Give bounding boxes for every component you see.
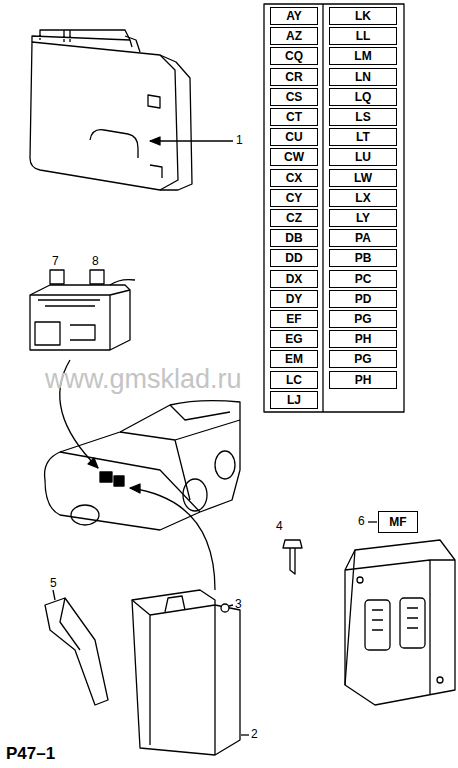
leader-line (229, 605, 233, 606)
table-cell: PB (329, 249, 397, 267)
table-cell: CX (270, 169, 318, 187)
table-cell: PH (329, 371, 397, 389)
callout-number: 4 (276, 520, 283, 532)
table-cell: LC (270, 371, 318, 389)
mounting-bracket (132, 590, 240, 755)
table-cell: AZ (270, 27, 318, 45)
table-cell: PA (329, 229, 397, 247)
table-cell: PG (329, 350, 397, 368)
cover-bracket (45, 598, 108, 705)
callout-number: 2 (251, 728, 258, 740)
table-cell: PH (329, 330, 397, 348)
part-code-box: MF (378, 511, 418, 533)
callout-number: 5 (50, 577, 57, 589)
table-cell: CZ (270, 209, 318, 227)
leader-line (53, 590, 55, 600)
location-arrow (130, 488, 215, 590)
figure-id: P47–1 (6, 745, 55, 762)
arrowhead (88, 458, 98, 468)
watermark: www.gmsklad.ru (45, 366, 242, 393)
bolt (283, 540, 302, 574)
table-cell: EM (270, 350, 318, 368)
arrowhead (150, 137, 160, 145)
arrowhead (130, 484, 140, 493)
table-cell: CW (270, 148, 318, 166)
table-cell: EG (270, 330, 318, 348)
car-outline (45, 401, 240, 530)
relay-box (30, 270, 135, 350)
table-cell: PG (329, 310, 397, 328)
table-cell: DY (270, 290, 318, 308)
table-cell: LU (329, 148, 397, 166)
leader-line (150, 140, 233, 141)
table-cell: LW (329, 169, 397, 187)
table-cell: CY (270, 189, 318, 207)
control-module (345, 540, 455, 705)
table-cell: CU (270, 128, 318, 146)
table-cell: LK (329, 7, 397, 25)
table-cell: LT (329, 128, 397, 146)
table-cell: EF (270, 310, 318, 328)
table-cell: AY (270, 7, 318, 25)
callout-number: 6 (358, 515, 365, 527)
table-cell: LX (329, 189, 397, 207)
callout-number: 7 (52, 255, 59, 267)
table-cell: LJ (270, 391, 318, 409)
table-cell: LY (329, 209, 397, 227)
callout-number: 3 (235, 598, 242, 610)
table-cell: CQ (270, 47, 318, 65)
table-cell: CR (270, 68, 318, 86)
table-cell: LL (329, 27, 397, 45)
table-frame (264, 4, 404, 412)
table-cell: LS (329, 108, 397, 126)
leader-line (241, 734, 249, 735)
cover-bracket (60, 598, 80, 650)
leader-line (368, 521, 377, 522)
table-cell: LQ (329, 88, 397, 106)
table-cell: PD (329, 290, 397, 308)
callout-number: 1 (236, 134, 243, 146)
table-cell: CT (270, 108, 318, 126)
table-divider (322, 4, 323, 412)
table-cell: PC (329, 270, 397, 288)
screw (221, 604, 229, 612)
table-cell: CS (270, 88, 318, 106)
table-cell: LM (329, 47, 397, 65)
engine-control-unit (30, 30, 192, 190)
callout-number: 8 (92, 255, 99, 267)
table-cell: DX (270, 270, 318, 288)
table-cell: DD (270, 249, 318, 267)
table-cell: LN (329, 68, 397, 86)
table-cell: DB (270, 229, 318, 247)
